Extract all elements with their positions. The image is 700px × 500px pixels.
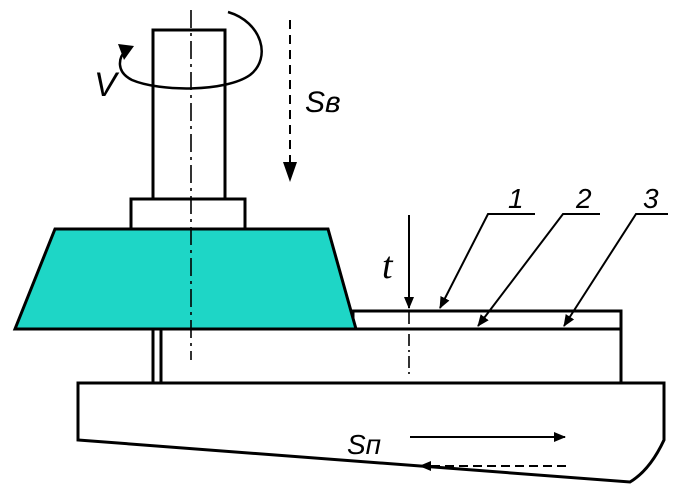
rotation-arrow bbox=[118, 10, 263, 90]
workpiece-base bbox=[155, 327, 623, 385]
grinding-wheel bbox=[12, 227, 358, 331]
callout-2-label: 2 bbox=[575, 183, 592, 214]
depth-label: t bbox=[382, 245, 394, 287]
spindle-collar bbox=[129, 197, 247, 231]
callout-2-leader bbox=[477, 213, 600, 327]
longitudinal-feed-label: Sп bbox=[347, 429, 381, 460]
rotation-arrow-head bbox=[118, 44, 134, 60]
machine-table bbox=[76, 381, 666, 484]
callout-3-label: 3 bbox=[643, 183, 659, 214]
callout-1-leader bbox=[439, 213, 535, 309]
spindle-shaft bbox=[151, 28, 227, 202]
rotation-label: V bbox=[94, 66, 120, 104]
callout-1-label: 1 bbox=[508, 183, 524, 214]
spindle-stub bbox=[151, 327, 163, 385]
callout-3-leader bbox=[563, 213, 668, 327]
vertical-feed-label: Sв bbox=[305, 86, 341, 119]
vertical-feed-arrow-head bbox=[283, 162, 297, 182]
